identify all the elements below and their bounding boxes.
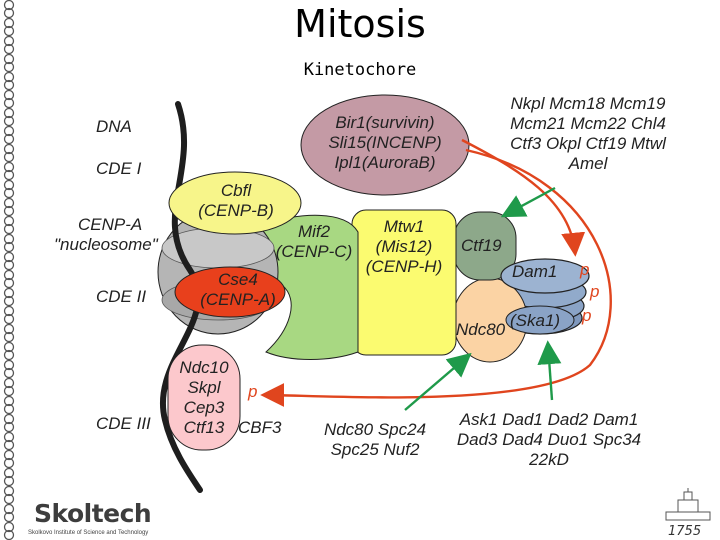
phospho-mark-2: p	[590, 282, 600, 301]
label-cde-i: CDE I	[96, 159, 142, 178]
phospho-mark-4: p	[248, 382, 258, 401]
ska1-blob	[505, 305, 575, 335]
label-cenp-a: CENP-A	[78, 215, 143, 234]
label-cse4: Cse4(CENP-A)	[200, 270, 276, 309]
label-mif2: Mif2(CENP-C)	[275, 222, 353, 261]
label-cde-ii: CDE II	[96, 287, 147, 306]
ndc10-blob	[167, 344, 241, 451]
label-nucleosome: "nucleosome"	[54, 235, 158, 254]
label-ndc80: Ndc80	[456, 320, 506, 339]
university-building-icon	[665, 488, 711, 521]
green-arrow-to-dam1-ring	[537, 340, 562, 401]
slide-title: Mitosis	[294, 2, 426, 46]
green-arrow-to-ndc80	[404, 352, 472, 411]
phospho-mark-3: p	[582, 306, 592, 325]
label-cbf1: Cbfl(CENP-B)	[198, 181, 274, 220]
red-arrow-to-ndc10	[260, 148, 612, 408]
green-arrow-to-ctf19	[500, 186, 556, 218]
slide-subtitle: Kinetochore	[303, 60, 417, 80]
label-ska1: (Ska1)	[510, 311, 561, 330]
skoltech-logo: Skoltech	[34, 499, 152, 528]
chain-border	[0, 0, 18, 540]
label-dna: DNA	[96, 117, 132, 136]
label-bir1-complex: Bir1(survivin)Sli15(INCENP)Ipl1(AuroraB)	[328, 113, 442, 172]
label-cde-iii: CDE III	[96, 414, 151, 433]
label-cbf3: CBF3	[238, 418, 282, 437]
dam1-ring-1	[500, 258, 590, 294]
year-label: 1755	[668, 524, 702, 539]
phospho-mark-1: p	[580, 260, 590, 279]
skoltech-logo-subtitle: Skolkovo Institute of Science and Techno…	[28, 530, 149, 536]
dna-strand	[160, 101, 203, 493]
label-mtw1: Mtw1(Mis12)(CENP-H)	[365, 217, 443, 276]
label-ctf19: Ctf19	[461, 236, 502, 255]
red-arrow-to-dam1	[461, 138, 586, 257]
label-dam1: Dam1	[512, 262, 558, 281]
cse4-blob	[174, 266, 286, 318]
cbf1-blob	[168, 171, 302, 235]
